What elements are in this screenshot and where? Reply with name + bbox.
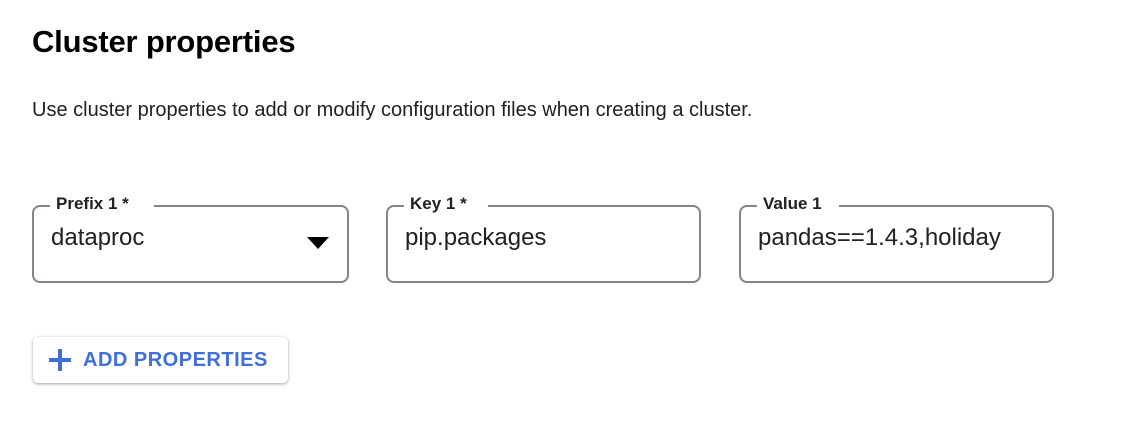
add-properties-label: ADD PROPERTIES [83, 349, 268, 371]
value-field-label: Value 1 [759, 193, 826, 215]
page-title: Cluster properties [32, 24, 296, 59]
prefix-field-value[interactable]: dataproc [51, 224, 145, 251]
prefix-field[interactable]: Prefix 1 * dataproc [32, 193, 349, 283]
prefix-field-label: Prefix 1 * [52, 193, 133, 215]
page-subtitle: Use cluster properties to add or modify … [32, 99, 753, 121]
value-field[interactable]: Value 1 pandas==1.4.3,holiday [739, 193, 1054, 283]
value-field-value[interactable]: pandas==1.4.3,holiday [758, 224, 1001, 251]
chevron-down-icon[interactable] [307, 237, 329, 249]
key-field-label: Key 1 * [406, 193, 471, 215]
plus-icon [49, 349, 71, 371]
add-properties-button[interactable]: ADD PROPERTIES [33, 337, 288, 383]
key-field-value[interactable]: pip.packages [405, 224, 547, 251]
key-field[interactable]: Key 1 * pip.packages [386, 193, 701, 283]
